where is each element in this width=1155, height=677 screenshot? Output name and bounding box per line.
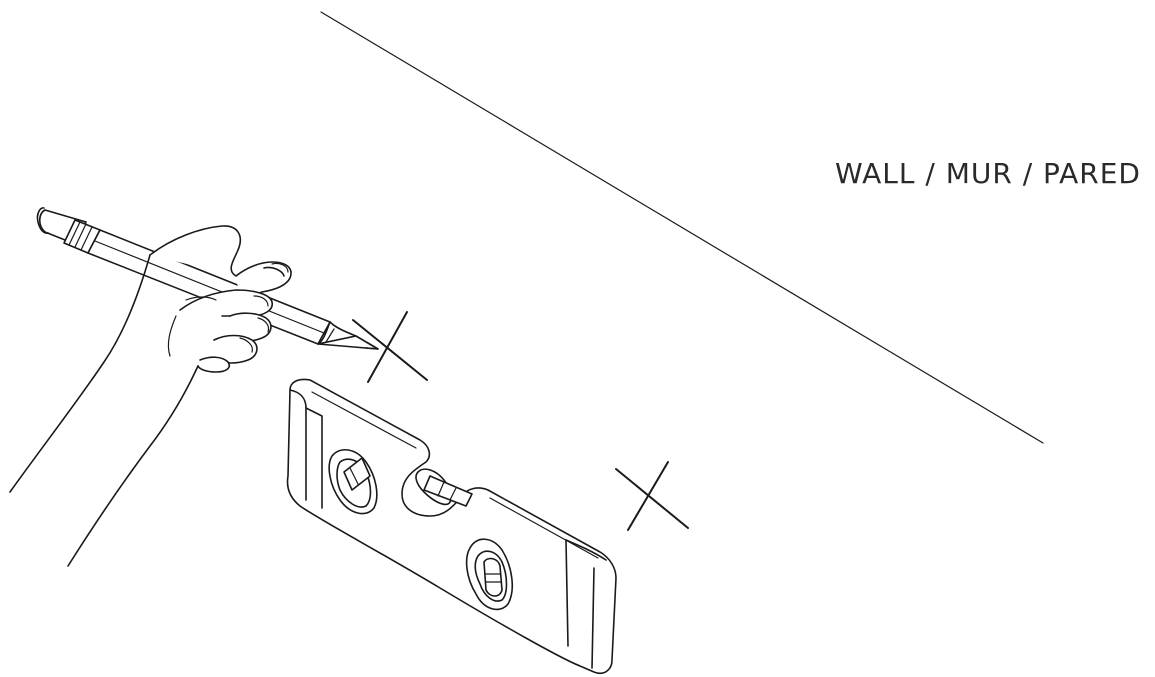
hand-icon	[9, 225, 292, 567]
spirit-level-icon	[286, 378, 617, 675]
pencil-mark-lower-icon	[615, 461, 689, 531]
wall-edge-line	[320, 11, 1044, 444]
pencil-mark-upper-icon	[352, 311, 428, 383]
wall-label: WALL / MUR / PARED	[835, 157, 1141, 190]
